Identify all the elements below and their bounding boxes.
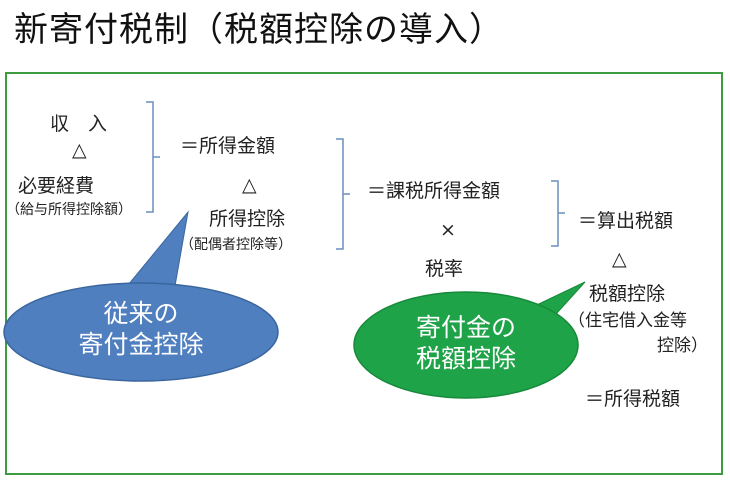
expenses-note: （給与所得控除額）	[6, 202, 132, 218]
new-credit-bubble-body	[353, 291, 579, 399]
bracket-2	[336, 138, 350, 250]
expenses-label: 必要経費	[18, 175, 95, 197]
times-symbol: ×	[440, 219, 456, 241]
minus-symbol: △	[612, 248, 627, 270]
minus-symbol: △	[72, 139, 87, 161]
old-deduction-bubble-body	[3, 282, 279, 382]
tax-credit-label: 税額控除	[589, 283, 666, 305]
bracket-3	[551, 180, 565, 247]
old-deduction-line2: 寄付金控除	[78, 330, 204, 359]
income-amount-label: ＝所得金額	[180, 135, 276, 157]
computed-tax-label: ＝算出税額	[578, 210, 674, 232]
tax-credit-note: （住宅借入金等	[568, 311, 687, 331]
taxable-income-label: ＝課税所得金額	[367, 180, 501, 202]
income-deduction-note: （配偶者控除等）	[180, 237, 292, 253]
old-deduction-line1: 従来の	[103, 299, 179, 328]
page-title: 新寄付税制（税額控除の導入）	[14, 10, 504, 50]
new-credit-line2: 税額控除	[415, 344, 516, 373]
bracket-1	[146, 101, 160, 213]
income-label: 収 入	[50, 113, 108, 135]
minus-symbol: △	[242, 174, 257, 196]
income-tax-label: ＝所得税額	[585, 388, 681, 410]
new-credit-text: 寄付金の 税額控除	[366, 312, 566, 374]
new-credit-line1: 寄付金の	[415, 313, 516, 342]
tax-rate-label: 税率	[425, 258, 464, 280]
diagram-frame	[5, 72, 723, 475]
old-deduction-text: 従来の 寄付金控除	[36, 298, 246, 360]
tax-credit-note-end: 控除）	[657, 336, 708, 356]
income-deduction-label: 所得控除	[209, 208, 286, 230]
